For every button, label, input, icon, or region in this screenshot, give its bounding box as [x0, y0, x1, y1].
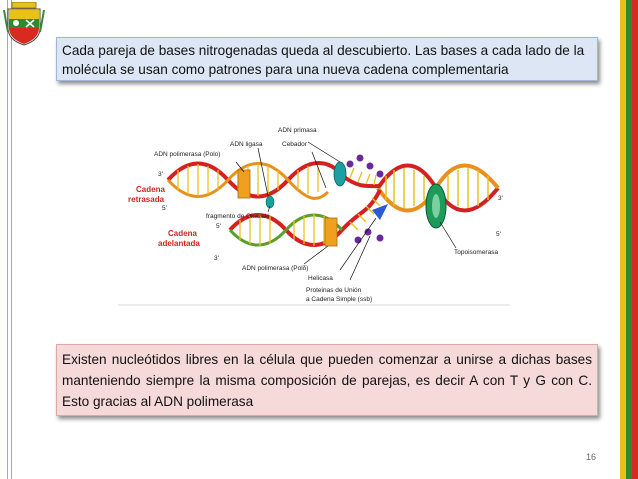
label-topoisomerasa: Topoisomerasa: [454, 249, 498, 256]
label-cadena-adelantada-1: Cadena: [168, 229, 197, 238]
label-proteinas-1: Proteinas de Unión: [306, 287, 362, 294]
right-stripe-red: [632, 0, 638, 479]
topoisomerase-core: [432, 194, 440, 218]
ssb-proteins: [346, 154, 384, 244]
left-border-line: [11, 0, 12, 479]
label-adn-polimerasa-polo: ADN polimerasa (Polo): [154, 151, 220, 158]
pointer-lines: [235, 141, 457, 281]
bottom-text: Existen nucleótidos libres en la célula …: [62, 352, 592, 409]
label-adn-primasa: ADN primasa: [278, 127, 317, 134]
label-end-5-right: 5': [496, 231, 501, 238]
left-border-line: [7, 0, 8, 479]
helicase-enzyme: [372, 204, 388, 220]
label-end-5-top: 5': [162, 205, 167, 212]
label-end-3-top: 3': [158, 171, 163, 178]
top-text: Cada pareja de bases nitrogenadas queda …: [62, 43, 585, 77]
label-cadena-adelantada-2: adelantada: [158, 239, 200, 248]
label-adn-ligasa: ADN ligasa: [230, 141, 263, 148]
right-stripe-green: [626, 0, 632, 479]
label-cebador: Cebador: [282, 141, 308, 148]
polymerase-delta-enzyme: [324, 217, 338, 247]
polymerase-alpha-enzyme: [237, 169, 251, 199]
right-stripe-yellow: [620, 0, 626, 479]
label-end-5-bottom: 5': [216, 223, 221, 230]
label-cadena-retrasada-2: retrasada: [128, 195, 165, 204]
label-adn-polimerasa-pol-delta: ADN polimerasa (Polδ): [242, 265, 308, 272]
primase-enzyme: [333, 161, 347, 187]
dna-replication-diagram: ADN primasa ADN ligasa Cebador ADN polim…: [118, 127, 510, 306]
label-cadena-retrasada-1: Cadena: [136, 185, 165, 194]
label-fragmento-okazaki: fragmento de Okazaki: [206, 213, 270, 220]
leading-strand: [228, 189, 382, 247]
bottom-text-box: Existen nucleótidos libres en la célula …: [56, 344, 598, 416]
lagging-strand: [166, 161, 381, 200]
ligase-enzyme: [265, 195, 275, 209]
top-text-box: Cada pareja de bases nitrogenadas queda …: [56, 37, 598, 81]
coat-of-arms-logo: [3, 2, 45, 46]
label-end-3-right: 3': [498, 195, 503, 202]
label-end-3-bottom: 3': [214, 255, 219, 262]
page-number: 16: [586, 452, 597, 462]
label-proteinas-2: a Cadena Simple (ssb): [306, 296, 372, 303]
label-helicasa: Helicasa: [308, 275, 333, 282]
